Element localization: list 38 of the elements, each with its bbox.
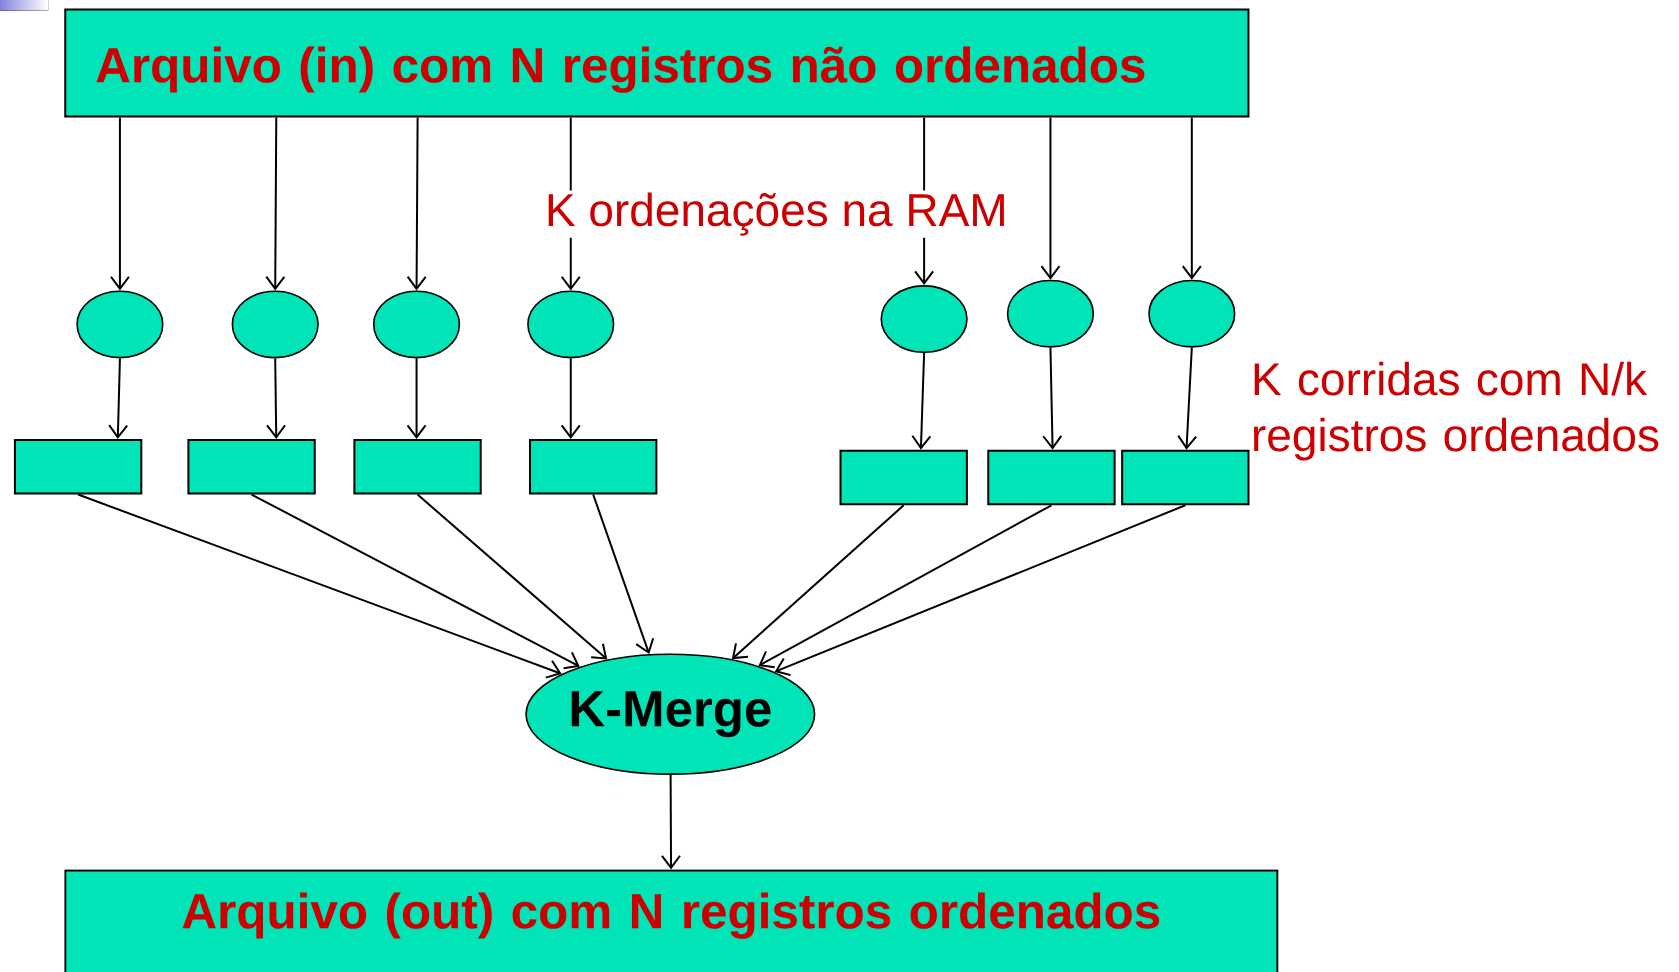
sort-ellipse	[880, 285, 968, 354]
run-box	[353, 439, 482, 495]
run-box	[987, 449, 1116, 506]
arrow	[250, 493, 580, 670]
arrow	[592, 493, 655, 655]
sort-ellipse	[231, 290, 319, 359]
run-box	[187, 439, 316, 495]
arrow	[109, 116, 130, 291]
run-box	[1121, 449, 1250, 506]
arrow	[406, 357, 427, 439]
arrow	[1181, 116, 1202, 280]
sort-ellipse	[76, 290, 164, 359]
file-box: Arquivo (out) com N registros ordenados	[64, 869, 1279, 972]
arrow	[774, 504, 1187, 677]
annotation-text: K ordenações na RAM	[542, 190, 1010, 238]
run-box	[839, 449, 968, 506]
arrow	[1177, 346, 1198, 450]
arrow	[1040, 116, 1061, 280]
sort-ellipse	[1006, 279, 1095, 348]
arrow	[266, 357, 287, 439]
sort-ellipse	[1148, 279, 1236, 348]
arrow	[731, 504, 905, 660]
arrow	[1042, 346, 1063, 450]
arrow	[911, 352, 932, 450]
arrow	[661, 773, 681, 870]
run-box	[529, 439, 658, 495]
file-box: Arquivo (in) com N registros não ordenados	[64, 8, 1250, 118]
arrow	[265, 116, 286, 291]
run-box	[13, 439, 143, 495]
arrow	[758, 504, 1053, 669]
arrow	[406, 116, 427, 291]
sort-ellipse	[527, 290, 615, 359]
arrow	[416, 493, 608, 660]
sort-ellipse	[372, 290, 461, 359]
arrow	[77, 493, 562, 679]
arrow	[108, 357, 129, 439]
arrow	[560, 357, 581, 439]
annotation-text: K corridas com N/k registros ordenados	[1254, 361, 1659, 461]
